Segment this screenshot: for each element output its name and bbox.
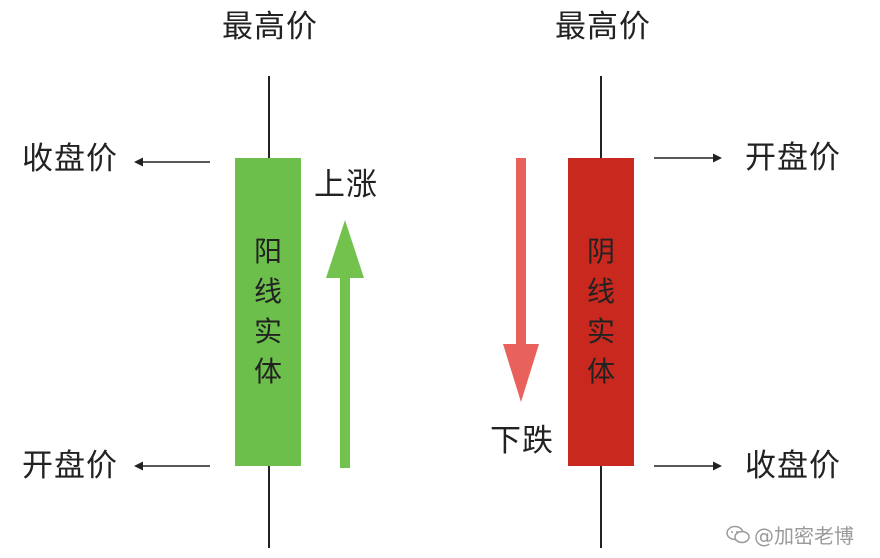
- bearish-body-char: 线: [586, 275, 615, 308]
- bullish-body-char: 实: [253, 315, 282, 348]
- bearish-body-char: 阴: [586, 235, 615, 268]
- down-arrow-icon: [503, 158, 539, 402]
- bearish-open-pointer-arrow: [654, 153, 722, 163]
- wechat-icon: [726, 525, 750, 543]
- bullish-lower-wick: [268, 466, 270, 548]
- bearish-close-pointer-arrow: [654, 461, 722, 471]
- bearish-body-char: 体: [586, 355, 615, 388]
- bullish-high-label: 最高价: [222, 9, 318, 45]
- bearish-high-label: 最高价: [555, 9, 651, 45]
- bullish-body-char: 线: [253, 275, 282, 308]
- bullish-body-char: 阳: [253, 235, 282, 268]
- bullish-close-pointer-arrow: [134, 157, 210, 167]
- bullish-upper-wick: [268, 76, 270, 158]
- bearish-move-label: 下跌: [490, 423, 554, 459]
- bullish-body: 阳 线 实 体: [235, 158, 301, 466]
- watermark: @加密老博: [726, 520, 854, 549]
- bearish-body-char: 实: [586, 315, 615, 348]
- bearish-upper-wick: [600, 76, 602, 158]
- bullish-move-label: 上涨: [314, 167, 378, 203]
- bearish-body: 阴 线 实 体: [568, 158, 634, 466]
- bearish-lower-wick: [600, 466, 602, 548]
- bullish-open-label: 开盘价: [22, 448, 118, 484]
- watermark-text: @加密老博: [754, 524, 854, 548]
- bearish-open-label: 开盘价: [745, 140, 841, 176]
- bullish-close-label: 收盘价: [22, 141, 118, 177]
- bearish-close-label: 收盘价: [745, 448, 841, 484]
- up-arrow-icon: [326, 220, 364, 468]
- bullish-body-char: 体: [253, 355, 282, 388]
- bullish-open-pointer-arrow: [134, 461, 210, 471]
